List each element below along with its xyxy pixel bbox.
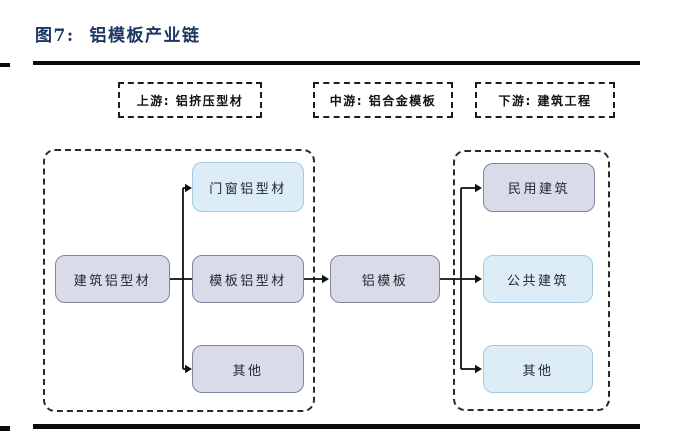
node-aluminum-formwork: 铝模板 bbox=[330, 255, 440, 303]
node-others-upstream: 其他 bbox=[192, 345, 304, 393]
node-others-downstream: 其他 bbox=[483, 345, 593, 393]
node-construction-aluminum-profiles: 建筑铝型材 bbox=[55, 255, 170, 303]
header-midstream: 中游: 铝合金模板 bbox=[313, 82, 453, 118]
node-formwork-aluminum-profiles: 模板铝型材 bbox=[192, 255, 304, 303]
upstream-group-container bbox=[43, 149, 315, 412]
node-civil-buildings: 民用建筑 bbox=[483, 163, 595, 212]
header-downstream: 下游: 建筑工程 bbox=[475, 82, 615, 118]
figure-title: 图7: 铝模板产业链 bbox=[35, 26, 201, 46]
node-public-buildings: 公共建筑 bbox=[483, 255, 593, 303]
header-upstream: 上游: 铝挤压型材 bbox=[118, 82, 262, 118]
downstream-group-container bbox=[453, 150, 610, 411]
left-edge-rule-bottom bbox=[0, 426, 10, 431]
bottom-rule bbox=[33, 424, 640, 429]
left-edge-rule-top bbox=[0, 63, 10, 67]
top-rule bbox=[33, 61, 640, 65]
node-door-window-aluminum-profiles: 门窗铝型材 bbox=[192, 162, 304, 212]
